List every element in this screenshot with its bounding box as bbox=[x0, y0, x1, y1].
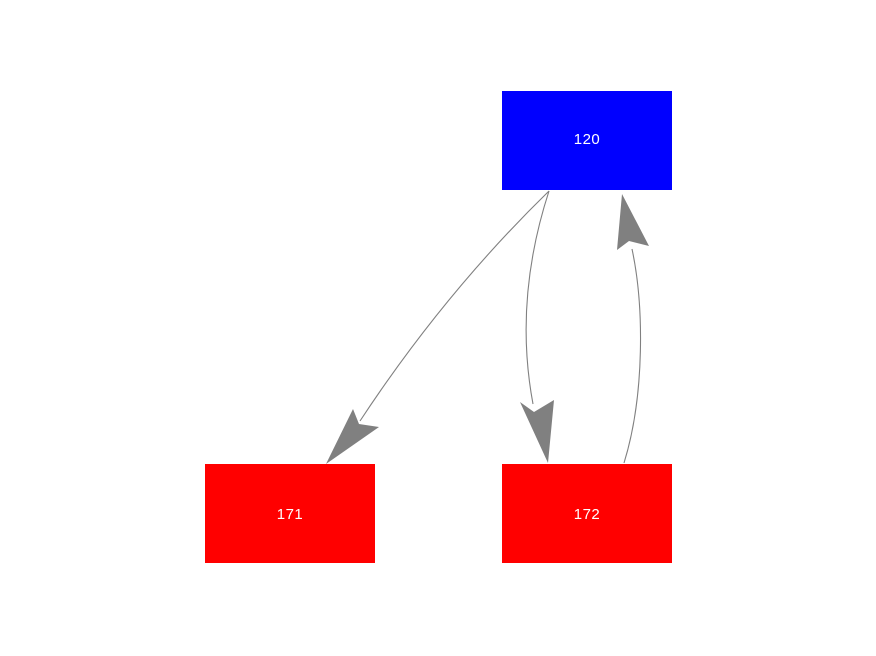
edge-172-120-arrowhead bbox=[617, 194, 649, 250]
node-172-label: 172 bbox=[573, 506, 601, 523]
node-120-label: 120 bbox=[573, 131, 601, 148]
edge-120-172[interactable] bbox=[520, 190, 554, 463]
edge-172-120-line bbox=[623, 248, 642, 464]
edge-120-171[interactable] bbox=[326, 190, 550, 464]
edge-120-171-line bbox=[359, 190, 550, 422]
graph-node-171[interactable]: 171 bbox=[205, 464, 375, 563]
edge-172-120[interactable] bbox=[617, 194, 649, 464]
edge-120-172-arrowhead bbox=[520, 400, 554, 463]
graph-node-120[interactable]: 120 bbox=[502, 91, 672, 190]
edge-120-171-arrowhead bbox=[326, 409, 379, 464]
edge-120-172-line bbox=[525, 190, 550, 405]
node-171-label: 171 bbox=[276, 506, 304, 523]
graph-node-172[interactable]: 172 bbox=[502, 464, 672, 563]
